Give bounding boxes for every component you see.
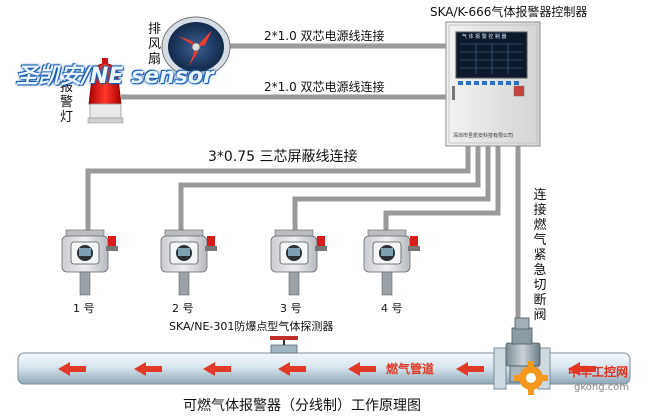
- flow-arrow-icon: [278, 362, 306, 376]
- detector-1-label: 1 号: [73, 302, 95, 315]
- alarm-light: [87, 58, 124, 124]
- alarm-light-label: 报警灯: [60, 80, 74, 125]
- detector-2-label: 2 号: [172, 302, 194, 315]
- detector-cable-1: [85, 146, 471, 232]
- watermark: 圣凯安/NE sensor: [16, 64, 214, 89]
- flow-arrow-icon: [348, 362, 376, 376]
- gas-detector-3: [270, 229, 327, 296]
- detector-3-label: 3 号: [280, 302, 302, 315]
- gas-detector-2: [160, 229, 217, 296]
- fan-label: 排风扇: [148, 22, 162, 67]
- controller-cabinet: [445, 21, 541, 147]
- flow-arrows: [58, 362, 596, 376]
- detector-cable-4: [383, 146, 501, 232]
- controller-screen-title: 气 体 报 警 控 制 器: [462, 34, 507, 40]
- detector-4-label: 4 号: [381, 302, 403, 315]
- controller-label: SKA/K-666气体报警器控制器: [430, 5, 588, 19]
- shielded-cable-label: 3*0.75 三芯屏蔽线连接: [208, 149, 358, 165]
- gear-icon: [514, 361, 548, 395]
- light-cable-label: 2*1.0 双芯电源线连接: [264, 80, 385, 94]
- detector-cable-3: [292, 146, 491, 232]
- detector-cable-2: [178, 146, 481, 232]
- gas-detector-4: [363, 229, 420, 296]
- valve-connection-label: 连接燃气紧急切断阀: [533, 188, 547, 323]
- valve-cable: [515, 146, 523, 338]
- exhaust-fan: [161, 16, 231, 78]
- fan-cable-label: 2*1.0 双芯电源线连接: [264, 29, 385, 43]
- site-logo-url: gkong.com: [574, 382, 630, 393]
- cabinet-handle: [452, 86, 455, 100]
- manual-valve: [270, 336, 298, 354]
- site-logo-name: 中华工控网: [568, 365, 629, 379]
- pipe-label: 燃气管道: [386, 362, 435, 376]
- cables: [85, 43, 523, 338]
- flow-arrow-icon: [58, 362, 86, 376]
- detector-model-label: SKA/NE-301防爆点型气体探测器: [169, 320, 334, 333]
- flow-arrow-icon: [456, 362, 484, 376]
- controller-footer: 深圳市圣凯安科技有限公司: [453, 133, 514, 139]
- flow-arrow-icon: [568, 362, 596, 376]
- diagram-caption: 可燃气体报警器（分线制）工作原理图: [183, 398, 421, 414]
- controller-screen: [455, 31, 528, 79]
- flow-arrow-icon: [203, 362, 231, 376]
- gas-detector-1: [61, 229, 118, 296]
- flow-arrow-icon: [134, 362, 162, 376]
